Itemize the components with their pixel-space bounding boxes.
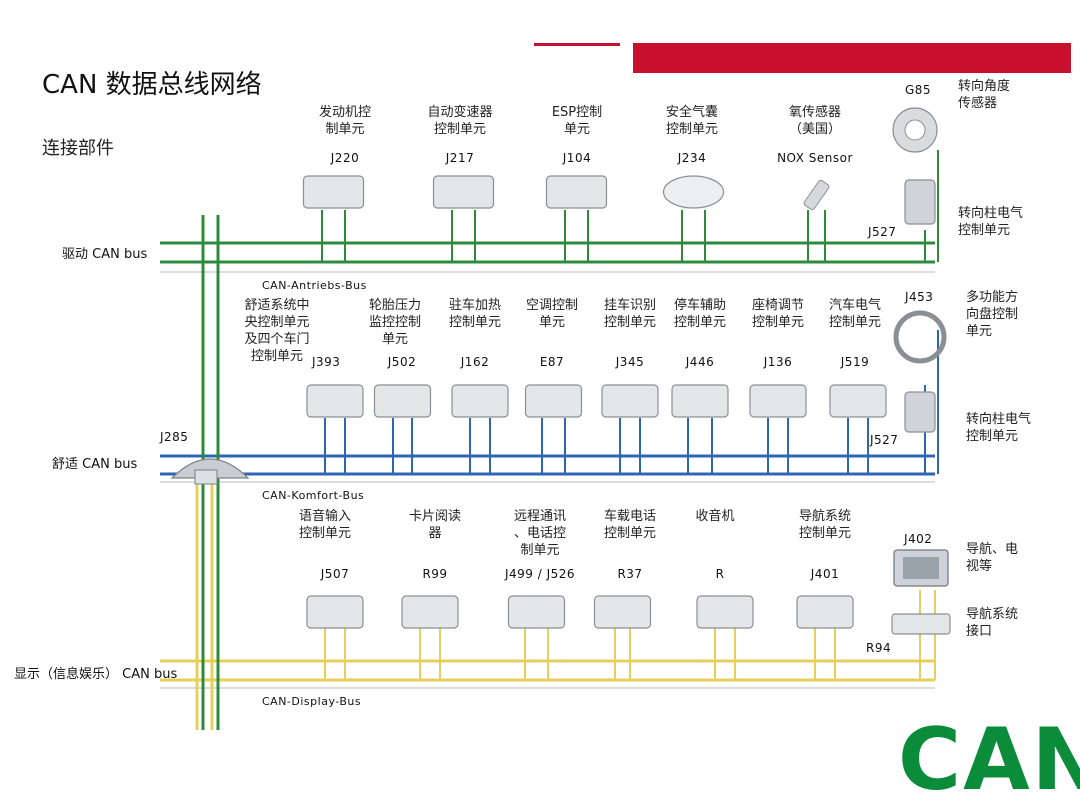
comfort-bus-label: CAN-Komfort-Bus — [262, 489, 365, 502]
drive-unit-name: ESP控制 单元 — [551, 105, 603, 137]
comfort-unit-name: 挂车识别 控制单元 — [603, 298, 656, 330]
display-unit-code: J507 — [320, 567, 350, 581]
drive-bus-name: 驱动 CAN bus — [62, 247, 148, 262]
gateway-code: J285 — [160, 430, 189, 444]
infotainment-module — [507, 595, 566, 629]
comfort-bus-name: 舒适 CAN bus — [52, 457, 138, 472]
drive-unit-code: J220 — [330, 151, 360, 165]
display-right-code: J402 — [904, 532, 933, 546]
drive-unit-code: J217 — [445, 151, 475, 165]
drive-unit-code: NOX Sensor — [777, 151, 853, 165]
infotainment-module — [796, 595, 854, 629]
can-logo: CAN — [898, 710, 1080, 810]
display-right-name: 导航、电 视等 — [966, 542, 1019, 574]
display-bus-label: CAN-Display-Bus — [262, 695, 362, 708]
drive-unit-name: 安全气囊 控制单元 — [665, 105, 718, 137]
steering-column-module — [904, 179, 936, 225]
display-unit-code: R — [715, 567, 725, 581]
accent-bar-short — [534, 43, 620, 46]
display-unit-code: R37 — [617, 567, 643, 581]
display-unit-code: R99 — [422, 567, 448, 581]
drive-control-module — [545, 175, 608, 209]
comfort-right-name: 多功能方 向盘控制 单元 — [966, 290, 1019, 339]
comfort-control-module — [601, 384, 659, 418]
drive-unit-code: J104 — [562, 151, 592, 165]
comfort-unit-code: J446 — [685, 355, 715, 369]
comfort-unit-name: 空调控制 单元 — [525, 298, 578, 330]
display-unit-name: 收音机 — [695, 509, 735, 524]
comfort-control-module — [671, 384, 729, 418]
comfort-right-code: J527 — [870, 433, 899, 447]
comfort-unit-name: 舒适系统中 央控制单元 及四个车门 控制单元 — [244, 298, 310, 364]
comfort-right-code: J453 — [905, 290, 934, 304]
steering-angle-sensor-hub — [904, 119, 926, 141]
comfort-unit-name: 驻车加热 控制单元 — [448, 298, 501, 330]
display-unit-name: 导航系统 控制单元 — [798, 509, 851, 541]
comfort-unit-name: 汽车电气 控制单元 — [828, 298, 881, 330]
drive-right-name: 转向柱电气 控制单元 — [958, 206, 1024, 238]
drive-right-code: J527 — [868, 225, 897, 239]
drive-control-module — [302, 175, 365, 209]
drive-right-code: G85 — [905, 83, 932, 97]
drive-unit-code: J234 — [677, 151, 707, 165]
comfort-right-name: 转向柱电气 控制单元 — [966, 412, 1032, 444]
page-subtitle: 连接部件 — [42, 138, 114, 159]
steering-column-module-comfort — [904, 391, 936, 433]
display-right-code: R94 — [866, 641, 892, 655]
drive-right-name: 转向角度 传感器 — [958, 79, 1011, 111]
page-title: CAN 数据总线网络 — [42, 70, 262, 100]
display-unit-name: 车载电话 控制单元 — [603, 509, 656, 541]
comfort-control-module — [749, 384, 807, 418]
infotainment-module — [401, 595, 459, 629]
comfort-unit-name: 座椅调节 控制单元 — [751, 298, 804, 330]
display-unit-name: 远程通讯 、电话控 制单元 — [513, 509, 566, 558]
airbag-module — [662, 175, 725, 209]
accent-bar-long — [633, 43, 1071, 73]
drive-unit-name: 发动机控 制单元 — [318, 105, 371, 137]
drive-control-module — [432, 175, 495, 209]
comfort-unit-code: J345 — [615, 355, 645, 369]
infotainment-module — [593, 595, 652, 629]
display-bus-name: 显示（信息娱乐） CAN bus — [14, 667, 178, 682]
navigation-interface — [891, 613, 951, 635]
comfort-unit-name: 停车辅助 控制单元 — [673, 298, 726, 330]
display-unit-name: 卡片阅读 器 — [408, 509, 461, 541]
comfort-control-module — [306, 384, 364, 418]
display-unit-name: 语音输入 控制单元 — [298, 509, 351, 541]
comfort-unit-name: 轮胎压力 监控控制 单元 — [368, 298, 421, 347]
comfort-control-module — [373, 384, 432, 418]
drive-unit-name: 氧传感器 （美国） — [788, 105, 841, 137]
comfort-unit-code: E87 — [539, 355, 565, 369]
comfort-unit-code: J519 — [840, 355, 870, 369]
comfort-unit-code: J393 — [312, 355, 341, 369]
comfort-control-module — [524, 384, 583, 418]
comfort-control-module — [451, 384, 509, 418]
comfort-control-module — [829, 384, 887, 418]
display-unit-code: J499 / J526 — [504, 567, 576, 581]
display-right-name: 导航系统 接口 — [966, 607, 1019, 639]
comfort-unit-code: J502 — [387, 355, 417, 369]
navigation-screen — [903, 557, 939, 579]
multifunction-steering-wheel — [893, 310, 947, 364]
gateway-module — [170, 458, 250, 479]
display-unit-code: J401 — [810, 567, 840, 581]
comfort-unit-code: J162 — [460, 355, 490, 369]
drive-unit-name: 自动变速器 控制单元 — [427, 105, 493, 137]
comfort-unit-code: J136 — [763, 355, 793, 369]
infotainment-module — [306, 595, 364, 629]
gateway-connector — [194, 469, 218, 485]
drive-bus-label: CAN-Antriebs-Bus — [262, 279, 367, 292]
nox-sensor — [803, 179, 830, 211]
infotainment-module — [696, 595, 754, 629]
